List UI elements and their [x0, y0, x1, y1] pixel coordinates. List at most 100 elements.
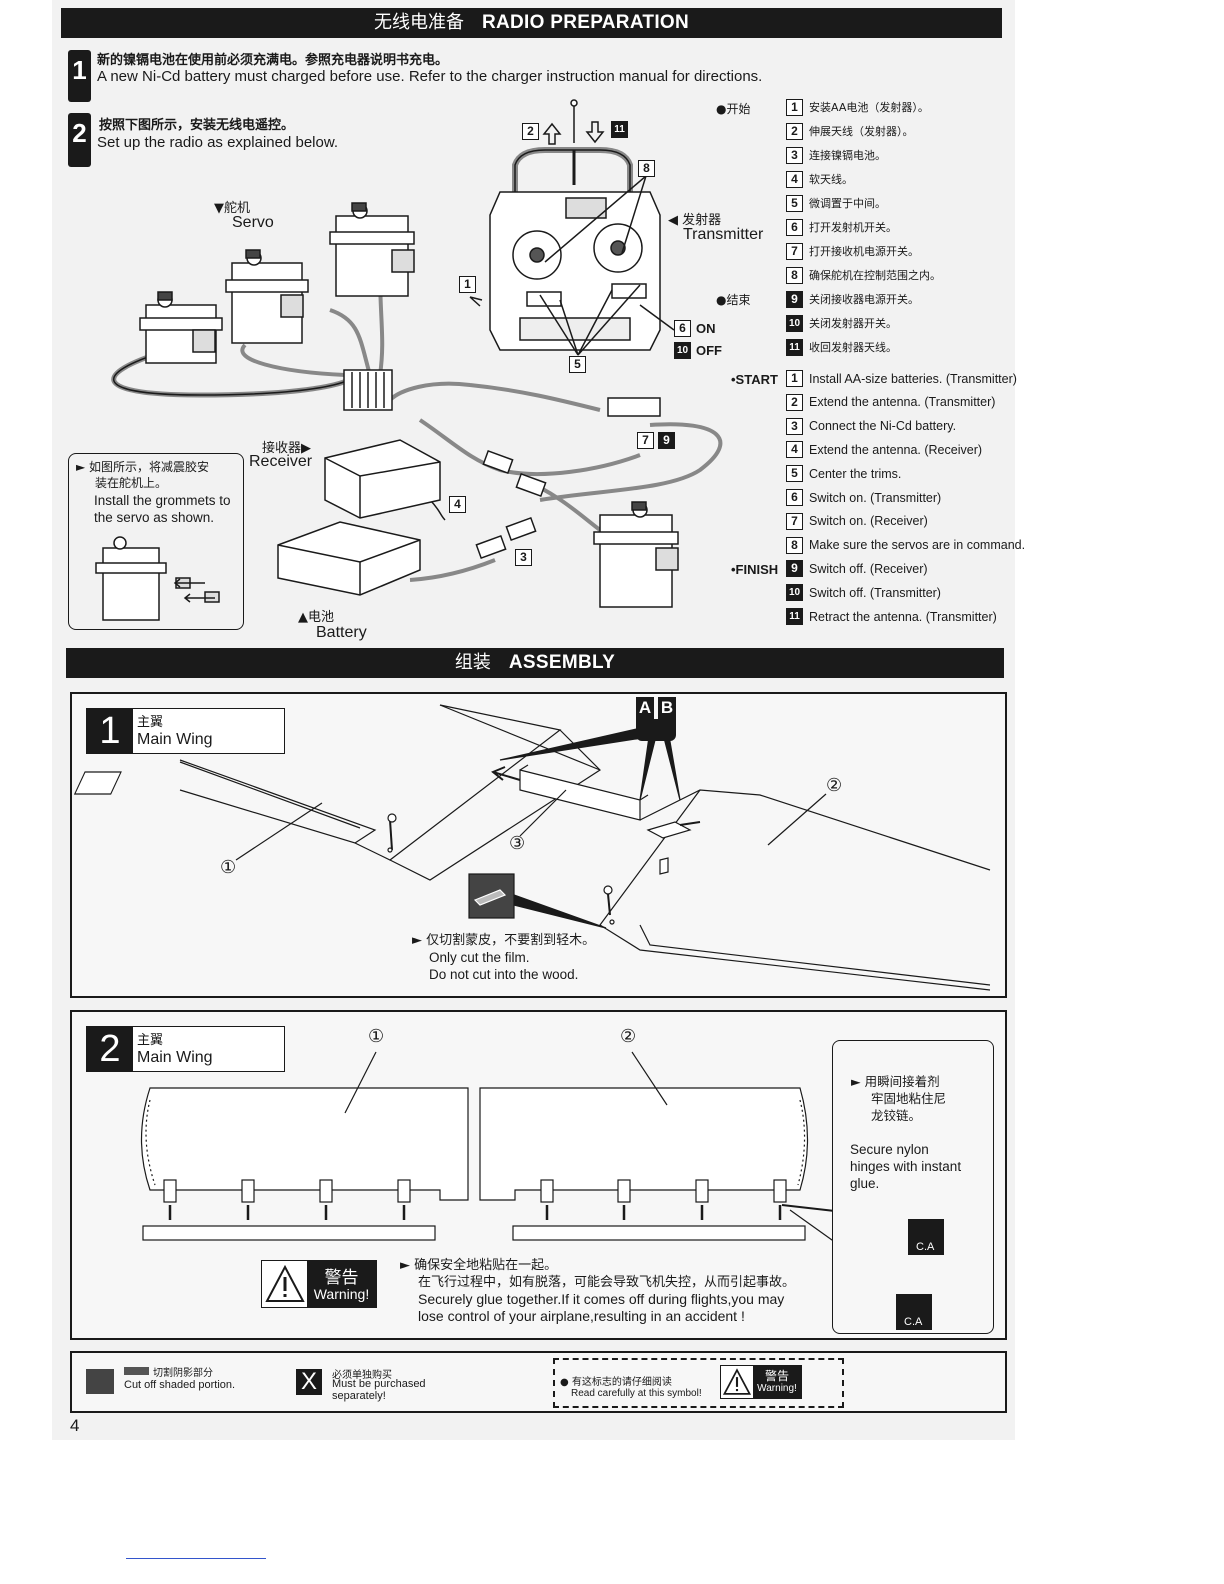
warning-badge-bg	[307, 1261, 376, 1307]
list-item-text: Switch on. (Transmitter)	[809, 490, 942, 505]
transmitter-label-cn: ◀ 发射器	[668, 213, 722, 228]
step-2-number: 2	[68, 113, 91, 167]
step-number-box: 7	[786, 512, 803, 530]
header-en: RADIO PREPARATION	[481, 12, 690, 33]
list-item-text: Center the trims.	[809, 466, 902, 481]
legend-warning-bg	[753, 1366, 801, 1398]
grommet-note-cn-1: ► 如图所示，将减震胶安	[76, 460, 210, 474]
assembly-step-1-number: 1	[87, 709, 133, 753]
legend-cut-cn: 切割阴影部分	[153, 1368, 213, 1379]
legend-warning-en: Warning!	[757, 1383, 797, 1394]
glue-note-cn-2: 牢固地粘住尼	[871, 1091, 947, 1106]
tag-a: A	[636, 697, 654, 719]
list-item: 2 伸展天线（发射器）。	[786, 121, 914, 143]
wing-callout-3: ③	[509, 833, 526, 854]
secure-glue-note-cn-2: 在飞行过程中，如有脱落，可能会导致飞机失控，从而引起事故。	[418, 1275, 796, 1290]
list-item-text: 伸展天线（发射器）。	[809, 124, 914, 138]
step-number-box: 5	[786, 465, 803, 483]
off-label: OFF	[696, 343, 722, 358]
start-label-en: •START	[731, 372, 778, 387]
assembly-step-2-title: 2 主翼 Main Wing	[86, 1026, 285, 1072]
list-item-text: 收回发射器天线。	[809, 340, 897, 354]
step-number-box: 3	[786, 417, 803, 435]
legend-warning-badge: 警告 Warning!	[720, 1365, 802, 1399]
hinge-callout-1: ①	[368, 1026, 385, 1047]
list-item-text: 关闭接收器电源开关。	[809, 292, 919, 306]
header-cn: 无线电准备	[373, 12, 464, 33]
assembly-step-2-number: 2	[87, 1027, 133, 1071]
callout-5: 5	[569, 356, 586, 373]
list-item-text: Extend the antenna. (Transmitter)	[809, 395, 996, 410]
receiver-label-en: Receiver	[249, 453, 313, 470]
cut-film-note-cn: ► 仅切割蒙皮，不要割到轻木。	[412, 933, 596, 948]
legend-buy-en-2: separately!	[332, 1390, 386, 1402]
callout-3: 3	[515, 549, 532, 566]
grommet-note-en-1: Install the grommets to	[94, 493, 231, 508]
servo-label-cn: ▼舵机	[214, 201, 250, 216]
list-item: 7 打开接收机电源开关。	[786, 241, 919, 263]
list-item: 6 Switch on. (Transmitter)	[786, 487, 941, 509]
transmitter-label-en: Transmitter	[683, 226, 764, 243]
step-number-box: 4	[786, 441, 803, 459]
legend-buy-en-1: Must be purchased	[332, 1378, 426, 1390]
step-number-box: 9	[786, 291, 803, 308]
glue-note-cn-1: ► 用瞬间接着剂	[851, 1074, 940, 1089]
legend-warning-cn: 警告	[764, 1369, 789, 1383]
grommet-note-cn-2: 装在舵机上。	[95, 476, 168, 490]
aileron-hinge-diagram	[140, 1051, 976, 1306]
battery-label-cn: ▲电池	[298, 610, 334, 625]
list-item-text: 连接镍镉电池。	[809, 148, 886, 162]
step-number-box: 9	[786, 560, 803, 578]
legend-buy-cn: 必须单独购买	[332, 1370, 392, 1381]
tag-ab-base	[636, 719, 676, 741]
start-label-cn: ●开始	[716, 102, 751, 116]
assembly-step-1-en: Main Wing	[137, 731, 213, 748]
step-number-box: 11	[786, 608, 803, 625]
list-item-text: 打开接收机电源开关。	[809, 244, 919, 258]
callout-8: 8	[638, 160, 655, 177]
page-number: 4	[70, 1416, 80, 1435]
step-number-box: 5	[786, 195, 803, 212]
step-number-box: 3	[786, 147, 803, 164]
step-number-box: 8	[786, 267, 803, 284]
secure-glue-note-en-2: lose control of your airplane,resulting …	[418, 1308, 745, 1324]
callout-1: 1	[459, 276, 476, 293]
step-number-box: 6	[786, 489, 803, 506]
step-number-box: 1	[786, 99, 803, 116]
assembly-step-1-cn: 主翼	[137, 715, 164, 730]
step-number-box: 2	[786, 123, 803, 140]
assembly-step-2-cn: 主翼	[137, 1033, 164, 1048]
warning-badge-cn: 警告	[324, 1268, 359, 1288]
callout-7: 7	[637, 432, 654, 449]
wing-joint-diagram	[73, 704, 991, 991]
secure-glue-note-en-1: Securely glue together.If it comes off d…	[418, 1291, 785, 1307]
list-item-text: 软天线。	[809, 172, 853, 186]
ca-glue-label-top: C.A	[916, 1241, 935, 1253]
warning-triangle-icon	[265, 1264, 305, 1302]
legend-cut-en: Cut off shaded portion.	[124, 1379, 236, 1391]
ca-glue-label-bottom: C.A	[904, 1316, 923, 1328]
footer-link-line	[126, 1558, 266, 1559]
list-item-text: 安装AA电池（发射器）。	[809, 100, 929, 114]
list-item: 1 安装AA电池（发射器）。	[786, 97, 929, 119]
grommet-note-en-2: the servo as shown.	[94, 510, 215, 525]
step-2-cn: 按照下图所示，安装无线电遥控。	[99, 118, 295, 133]
legend-warning-triangle-icon	[722, 1368, 752, 1395]
list-item-text: 打开发射机开关。	[809, 220, 897, 234]
step-number-box: 1	[786, 370, 803, 387]
step-number-box: 7	[786, 243, 803, 260]
step-number-box: 10	[786, 584, 803, 602]
cut-film-note-en-2: Do not cut into the wood.	[429, 967, 579, 982]
hinge-callout-2: ②	[620, 1026, 637, 1047]
receiver-label-cn: 接收器▶	[262, 441, 311, 456]
step-number-box: 2	[786, 393, 803, 411]
